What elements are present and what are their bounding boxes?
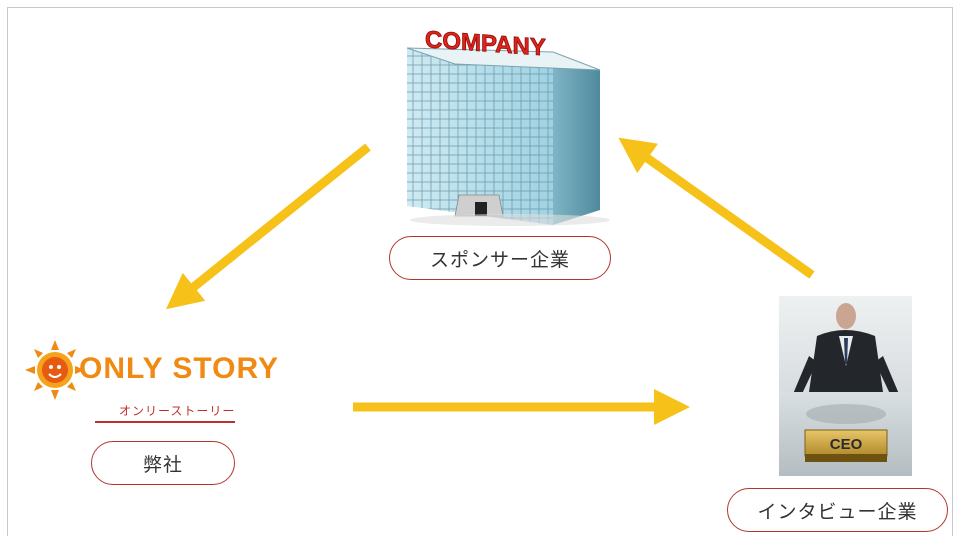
- sun-logo-icon: [25, 340, 85, 400]
- logo-underline: [95, 421, 235, 423]
- our-company-label: 弊社: [91, 441, 235, 485]
- logo-wordmark: ONLY STORY: [79, 352, 280, 385]
- onlystory-logo: ONLY STORY オンリーストーリー: [25, 338, 300, 430]
- diagram-frame: [7, 7, 953, 536]
- logo-kana: オンリーストーリー: [119, 404, 236, 418]
- arrow-interviewee-to-sponsor: [618, 137, 815, 279]
- arrow-sponsor-to-us: [165, 143, 371, 310]
- interview-company-label: インタビュー企業: [727, 488, 948, 532]
- ceo-plate-text: CEO: [830, 436, 863, 453]
- ceo-photo-icon: CEO: [779, 296, 912, 476]
- sponsor-company-label: スポンサー企業: [389, 236, 611, 280]
- company-building-icon: COMPANY: [406, 26, 610, 226]
